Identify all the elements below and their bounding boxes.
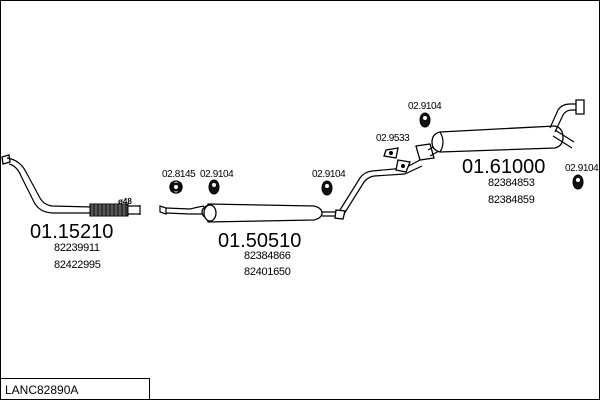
accessory-code-6: 02.9104 [565,163,599,174]
oe-number-2a: 82384866 [244,250,291,262]
part-code-3: 01.61000 [462,156,545,178]
oe-number-2b: 82401650 [244,266,291,278]
pipe-diameter-label: ø48 [118,197,132,206]
clamp-02-8145[interactable] [169,180,183,194]
gasket-02-9533[interactable] [383,147,411,173]
rubber-mount-2[interactable] [321,180,333,196]
rubber-mount-1[interactable] [208,179,220,195]
part-code-2: 01.50510 [218,230,301,252]
accessory-code-4: 02.9533 [376,133,410,144]
oe-number-3b: 82384859 [488,194,535,206]
front-pipe[interactable] [1,154,141,217]
rubber-mount-4[interactable] [572,174,584,190]
oe-number-3a: 82384853 [488,177,535,189]
oe-number-1a: 82239911 [54,242,100,254]
accessory-code-2: 02.9104 [200,169,234,180]
accessory-code-3: 02.9104 [312,169,346,180]
accessory-code-1: 02.8145 [162,169,196,180]
rear-silencer[interactable] [404,99,585,175]
middle-silencer[interactable] [159,203,346,223]
oe-number-1b: 82422995 [54,259,101,271]
diagram-reference: LANC82890A [5,383,78,397]
rubber-mount-3[interactable] [419,112,431,128]
accessory-code-5: 02.9104 [408,101,442,112]
connecting-pipe [339,167,406,211]
part-code-1: 01.15210 [30,221,113,243]
